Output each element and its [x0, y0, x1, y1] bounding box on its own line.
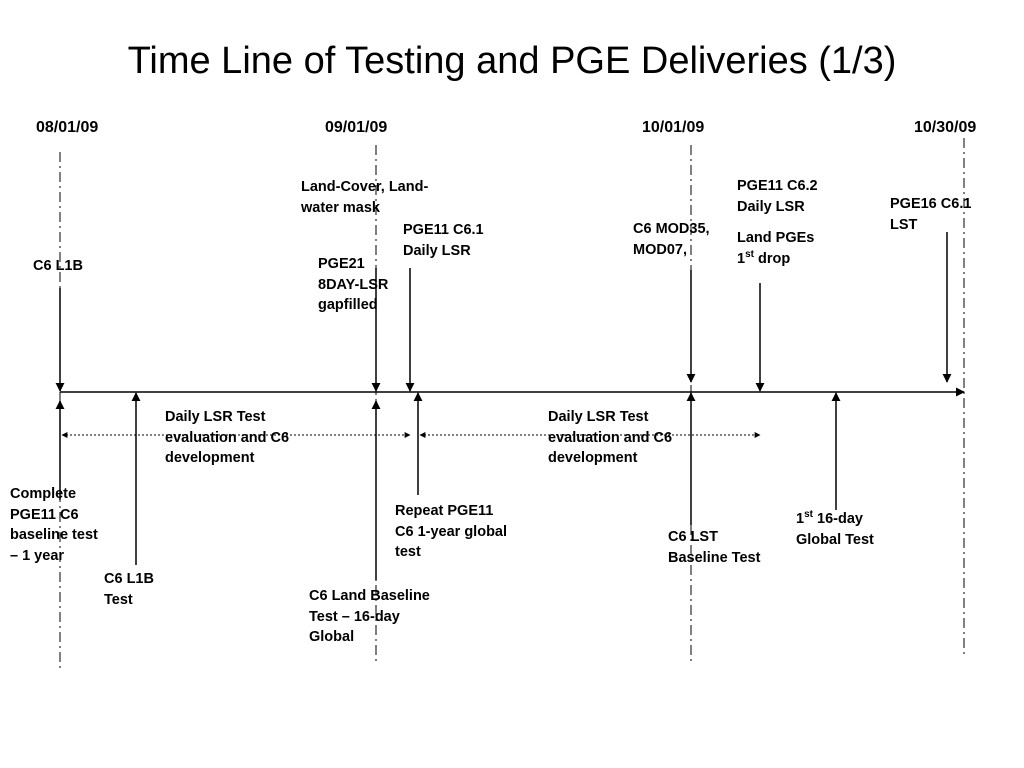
date-label: 08/01/09 [36, 119, 99, 136]
page-title: Time Line of Testing and PGE Deliveries … [127, 40, 897, 82]
event-label: C6 L1B [33, 258, 83, 274]
date-label: 09/01/09 [325, 119, 388, 136]
event-label: Land-Cover, Land-water mask [301, 179, 429, 216]
date-label: 10/01/09 [642, 119, 705, 136]
date-label: 10/30/09 [914, 119, 977, 136]
event-label: C6 MOD35,MOD07, [633, 221, 710, 258]
